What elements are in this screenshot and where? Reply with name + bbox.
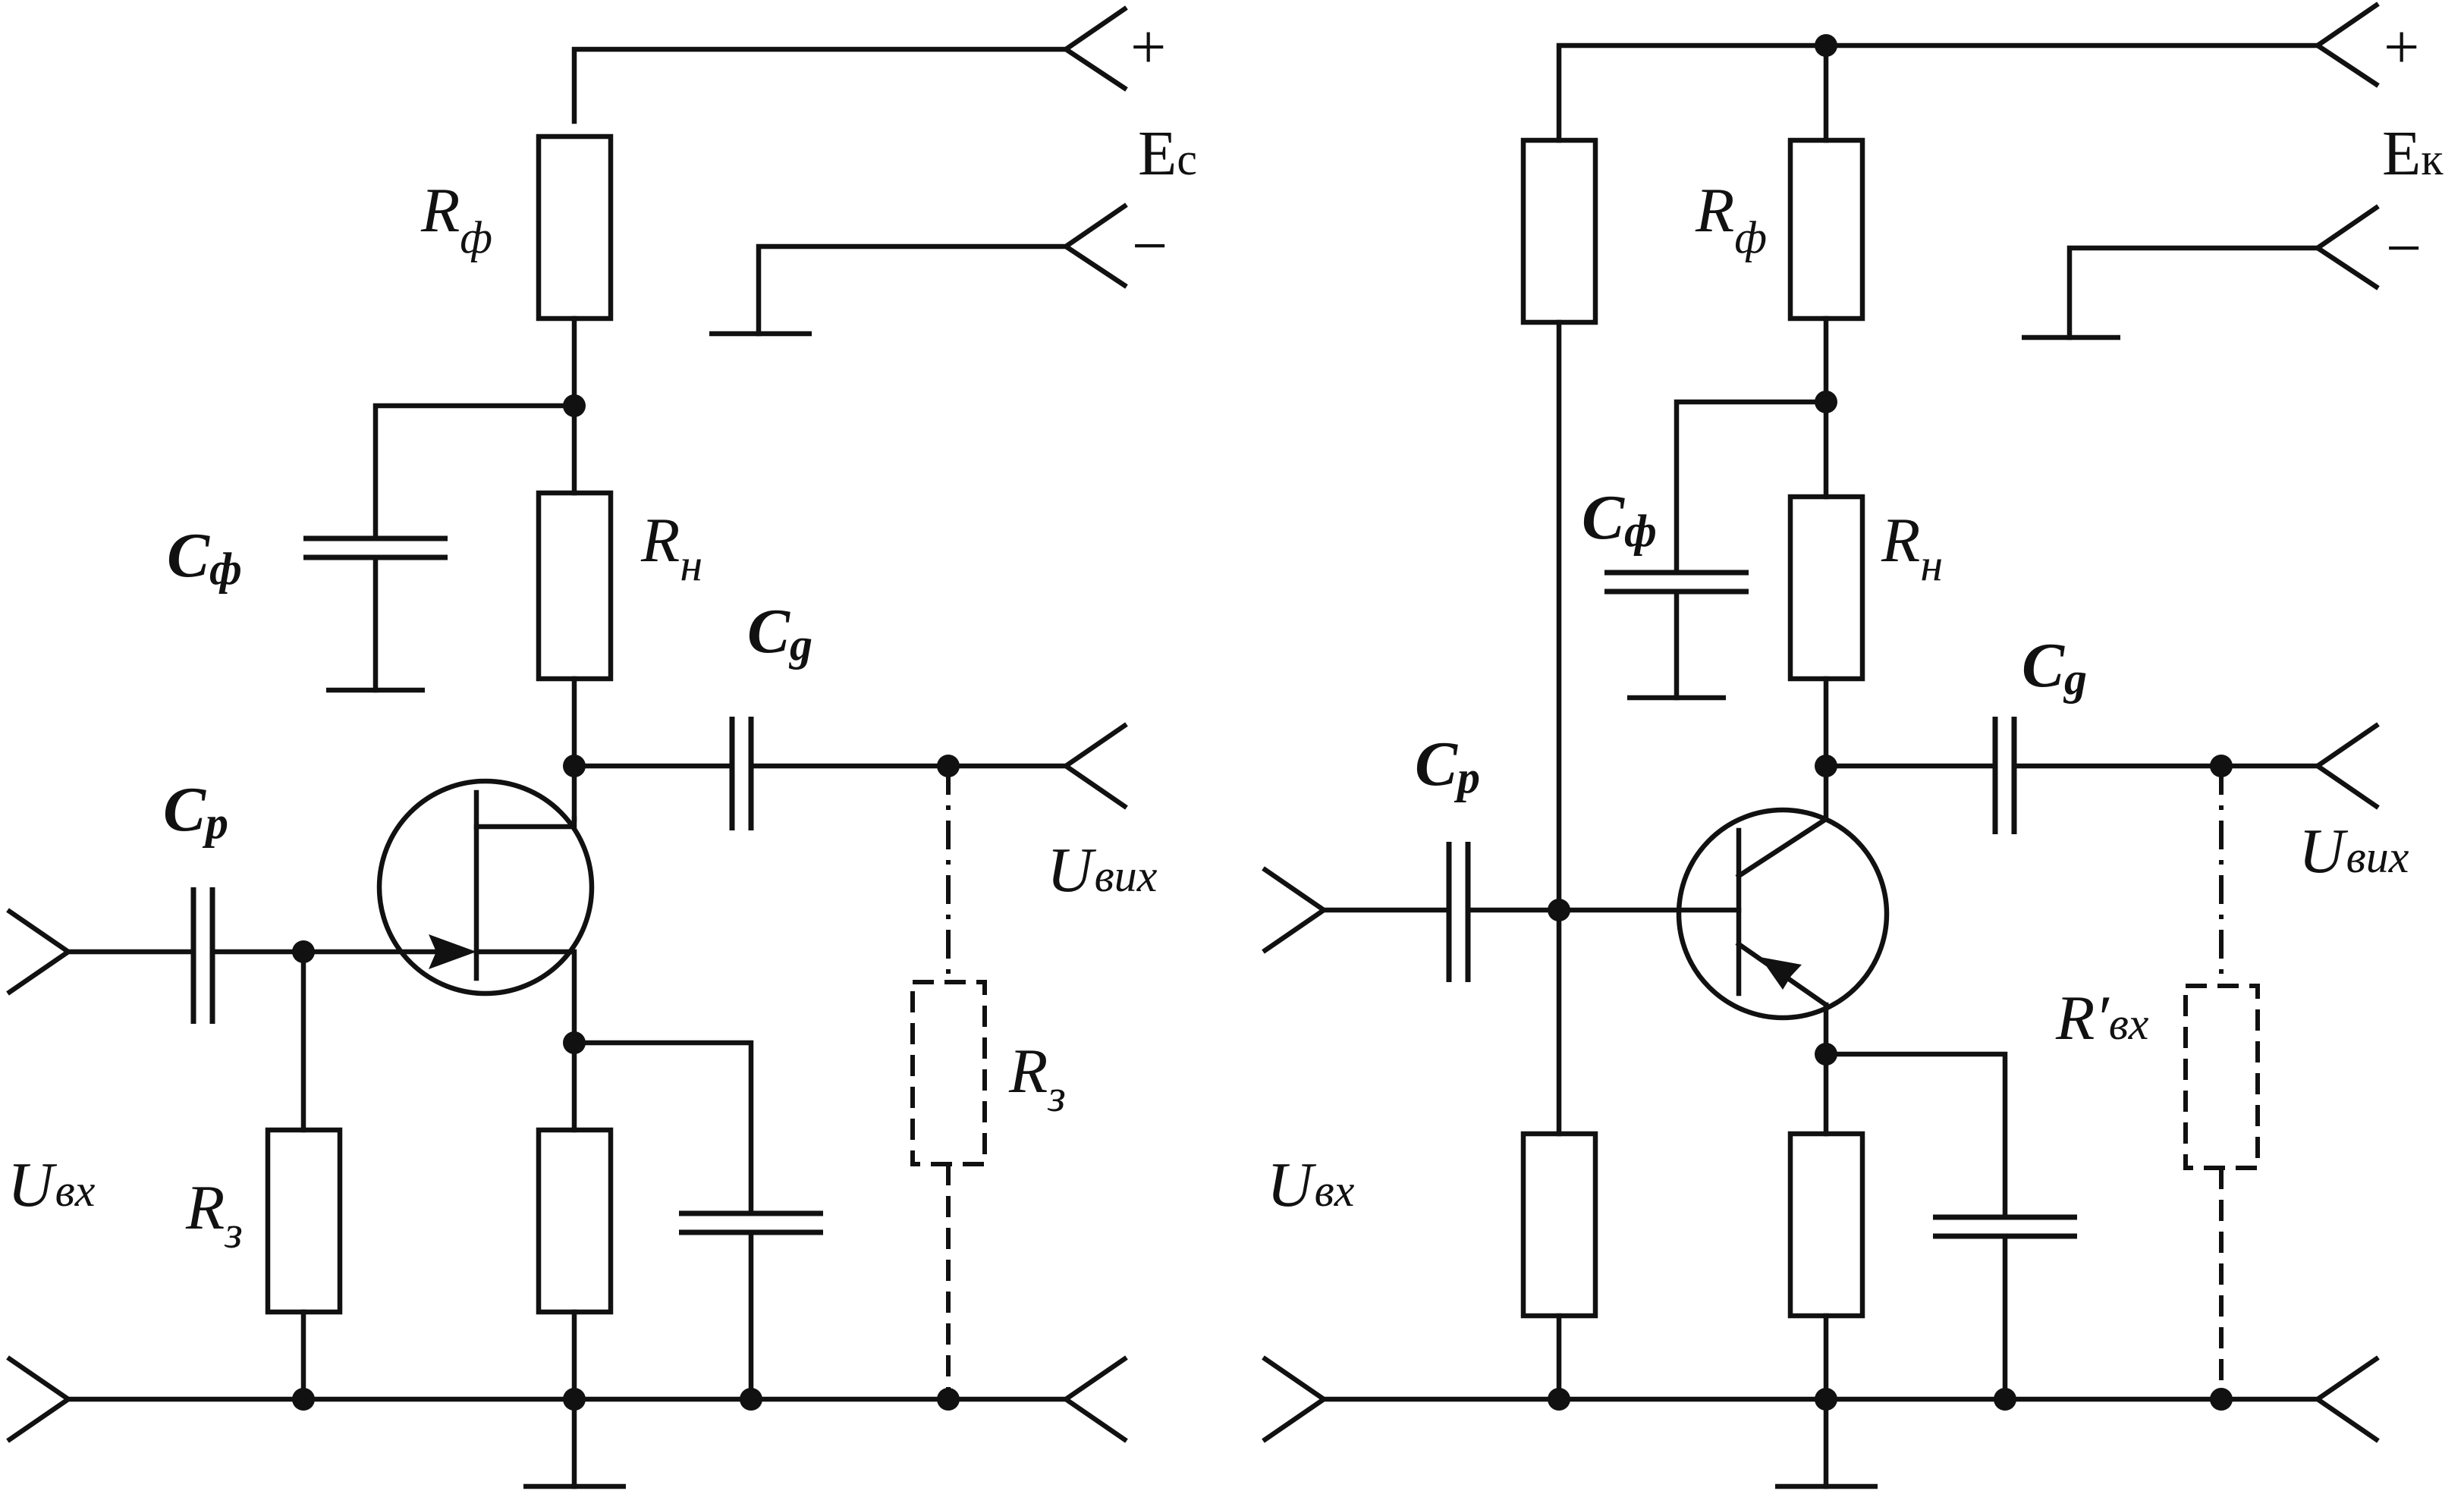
- r-filter-resistor: [536, 133, 614, 322]
- label-r-filter: Rф: [420, 175, 492, 262]
- emitter-resistor-and-bypass: [1775, 1044, 2077, 1489]
- c-filter-capacitor: [303, 403, 577, 693]
- label-r-in-next: R′вх: [2055, 983, 2149, 1053]
- supply-plus-terminal: [1556, 2, 2380, 143]
- label-c-coupling-in: Cp: [163, 774, 228, 848]
- r-filter-resistor: [1787, 137, 1865, 322]
- supply-plus-terminal: [571, 5, 1128, 124]
- bjt-amplifier-stage: Rф Cф Rн Cg Cp R′вх Uвх Uвих Eк + −: [1262, 2, 2444, 1489]
- label-minus: −: [2386, 213, 2422, 284]
- label-c-coupling-in: Cp: [1415, 729, 1480, 802]
- label-u-out: Uвих: [1047, 835, 1158, 906]
- label-c-coupling-out: Cg: [2022, 630, 2087, 704]
- label-plus: +: [1130, 12, 1166, 83]
- label-c-filter: Cф: [167, 520, 242, 594]
- bias-upper-resistor: [1520, 137, 1598, 325]
- label-c-coupling-out: Cg: [747, 596, 812, 670]
- label-r-load: Rн: [640, 505, 702, 590]
- label-r-filter: Rф: [1695, 175, 1767, 262]
- c-coupling-in-capacitor: [6, 887, 306, 1024]
- label-r-gate: Rз: [185, 1172, 243, 1257]
- bias-lower-resistor: [1520, 1131, 1598, 1319]
- fet-transistor-symbol: [300, 778, 595, 1046]
- bjt-transistor-symbol: [1556, 807, 1890, 1050]
- source-resistor-and-bypass: [523, 1040, 823, 1489]
- label-minus: −: [1132, 211, 1168, 281]
- label-supply: Eс: [1138, 118, 1197, 189]
- r-gate-resistor: [265, 949, 343, 1402]
- label-u-in: Uвх: [1267, 1150, 1355, 1220]
- fet-amplifier-stage: Rф Cф Rн Cg Cp Rз Rз Uвх Uвих Eс + −: [6, 5, 1197, 1489]
- junction-dots: [292, 394, 960, 1411]
- c-filter-capacitor: [1604, 399, 1829, 701]
- label-r-load: Rн: [1881, 505, 1943, 590]
- junction-dots: [1548, 34, 2233, 1411]
- c-coupling-out-capacitor: [571, 717, 1128, 830]
- r-next-stage-dashed: [2183, 766, 2260, 1399]
- supply-minus-terminal: [2022, 204, 2380, 341]
- label-u-in: Uвх: [8, 1150, 96, 1220]
- label-r-next: Rз: [1008, 1036, 1066, 1121]
- label-u-out: Uвих: [2299, 816, 2409, 887]
- r-load-resistor: [1787, 494, 1865, 682]
- label-c-filter: Cф: [1582, 482, 1657, 556]
- supply-minus-terminal: [709, 202, 1128, 337]
- c-coupling-in-capacitor: [1262, 842, 1562, 982]
- label-plus: +: [2384, 12, 2419, 83]
- r-next-stage-dashed: [910, 766, 987, 1399]
- label-supply: Eк: [2382, 118, 2444, 189]
- r-load-resistor: [536, 490, 614, 682]
- c-coupling-out-capacitor: [1823, 717, 2380, 834]
